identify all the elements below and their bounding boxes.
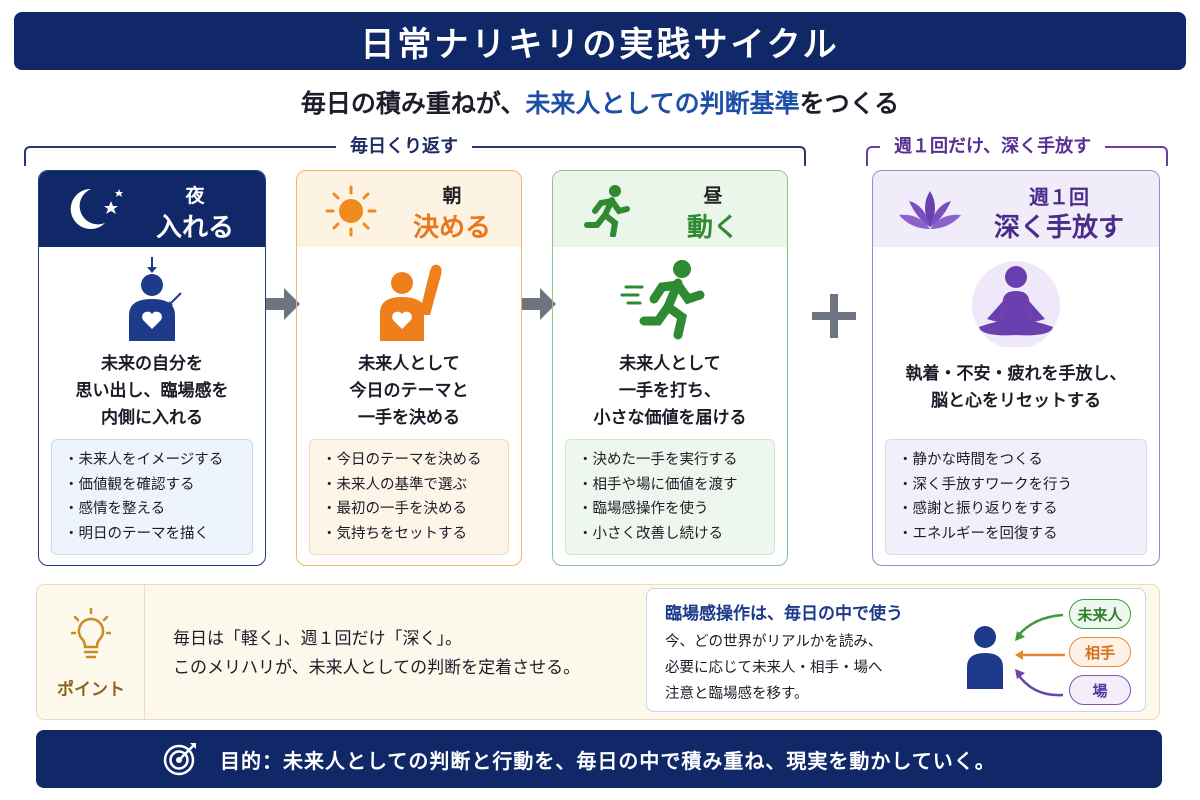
card-morning-time: 朝 — [442, 185, 462, 207]
card-weekly-list: ・静かな時間をつくる ・深く手放すワークを行う ・感謝と振り返りをする ・エネル… — [885, 439, 1147, 555]
list-item: ・明日のテーマを描く — [64, 525, 209, 542]
running-person-large-icon — [553, 257, 787, 341]
right-arrow-icon — [266, 288, 300, 320]
target-future-self: 未来人 — [1069, 599, 1131, 629]
list-item: ・決めた一手を実行する — [578, 452, 738, 468]
card-weekly: 週１回 深く手放す 執着・不安・疲れを手放し、 脳と心をリセットする ・静かな時… — [872, 170, 1160, 566]
list-item: ・未来人をイメージする — [64, 452, 224, 468]
card-morning: 朝 決める 未来人として 今日のテーマと 一手を決める ・今日のテーマを決める … — [296, 170, 522, 566]
subtitle: 毎日の積み重ねが、未来人としての判断基準をつくる — [0, 84, 1200, 120]
operate-box: 臨場感操作は、毎日の中で使う 今、どの世界がリアルかを読み、 必要に応じて未来人… — [646, 588, 1146, 712]
point-line: このメリハリが、未来人としての判断を定着させる。 — [173, 658, 581, 678]
list-item: ・今日のテーマを決める — [322, 452, 482, 468]
list-item: ・気持ちをセットする — [322, 525, 467, 542]
card-morning-desc: 未来人として 今日のテーマと 一手を決める — [297, 351, 521, 432]
card-weekly-time: 週１回 — [1029, 185, 1089, 209]
target-place: 場 — [1069, 675, 1131, 705]
plus-icon — [812, 294, 856, 338]
desc-line: 未来人として — [358, 354, 460, 374]
operate-title: 臨場感操作は、毎日の中で使う — [665, 604, 903, 624]
daily-bracket-label: 毎日くり返す — [336, 132, 472, 158]
moon-stars-icon — [61, 183, 131, 237]
point-text: 毎日は「軽く」、週１回だけ「深く」。 このメリハリが、未来人としての判断を定着さ… — [173, 625, 580, 683]
list-item: ・静かな時間をつくる — [898, 452, 1043, 468]
list-item: ・エネルギーを回復する — [898, 525, 1058, 542]
point-line: 毎日は「軽く」、週１回だけ「深く」。 — [173, 629, 462, 649]
sun-icon — [319, 183, 389, 237]
point-icon-area: ポイント — [37, 585, 145, 719]
card-noon-list: ・決めた一手を実行する ・相手や場に価値を渡す ・臨場感操作を使う ・小さく改善… — [565, 439, 775, 555]
desc-line: 未来の自分を — [101, 354, 203, 374]
heart-person-icon — [39, 257, 265, 341]
subtitle-before: 毎日の積み重ねが、 — [300, 89, 526, 118]
desc-line: 思い出し、臨場感を — [75, 381, 229, 401]
list-item: ・小さく改善し続ける — [578, 525, 723, 542]
card-night: 夜 入れる 未来の自分を 思い出し、臨場感を 内側に入れる ・未来人をイメージす… — [38, 170, 266, 566]
weekly-bracket-label: 週１回だけ、深く手放す — [880, 132, 1106, 158]
list-item: ・深く手放すワークを行う — [898, 476, 1072, 493]
desc-line: 一手を打ち、 — [619, 381, 721, 401]
lotus-icon — [895, 183, 965, 237]
desc-line: 小さな価値を届ける — [593, 408, 747, 428]
desc-line: 今日のテーマと — [349, 381, 469, 401]
page-title: 日常ナリキリの実践サイクル — [360, 24, 840, 65]
header-banner: 日常ナリキリの実践サイクル — [14, 12, 1186, 70]
card-night-time: 夜 — [185, 185, 205, 207]
list-item: ・相手や場に価値を渡す — [578, 476, 738, 493]
operate-line: 注意と臨場感を移す。 — [665, 686, 809, 702]
subtitle-highlight: 未来人としての判断基準 — [525, 89, 800, 118]
footer-banner: 目的：未来人としての判断と行動を、毎日の中で積み重ね、現実を動かしていく。 — [36, 730, 1162, 788]
operate-line: 必要に応じて未来人・相手・場へ — [665, 660, 883, 676]
lightbulb-icon — [71, 607, 111, 659]
card-noon-action: 動く — [686, 213, 739, 243]
card-noon-time: 昼 — [703, 185, 723, 207]
list-item: ・臨場感操作を使う — [578, 501, 709, 517]
card-noon: 昼 動く 未来人として 一手を打ち、 小さな価値を届ける ・決めた一手を実行する… — [552, 170, 788, 566]
list-item: ・価値観を確認する — [64, 476, 195, 493]
list-item: ・感情を整える — [64, 501, 166, 517]
person-icon — [967, 626, 1003, 689]
card-weekly-desc: 執着・不安・疲れを手放し、 脳と心をリセットする — [873, 361, 1159, 415]
target-partner: 相手 — [1069, 637, 1131, 667]
desc-line: 執着・不安・疲れを手放し、 — [905, 364, 1127, 384]
operate-text: 今、どの世界がリアルかを読み、 必要に応じて未来人・相手・場へ 注意と臨場感を移… — [665, 629, 883, 707]
card-morning-list: ・今日のテーマを決める ・未来人の基準で選ぶ ・最初の一手を決める ・気持ちをセ… — [309, 439, 509, 555]
card-night-list: ・未来人をイメージする ・価値観を確認する ・感情を整える ・明日のテーマを描く — [51, 439, 253, 555]
card-morning-action: 決める — [412, 213, 491, 243]
point-label: ポイント — [57, 680, 125, 700]
footer-text: 目的：未来人としての判断と行動を、毎日の中で積み重ね、現実を動かしていく。 — [220, 749, 996, 773]
desc-line: 内側に入れる — [101, 408, 203, 428]
raised-hand-person-icon — [297, 257, 521, 341]
card-morning-header: 朝 決める — [297, 171, 521, 247]
card-noon-desc: 未来人として 一手を打ち、 小さな価値を届ける — [553, 351, 787, 432]
card-weekly-header: 週１回 深く手放す — [873, 171, 1159, 247]
meditating-person-icon — [873, 257, 1159, 347]
card-night-header: 夜 入れる — [39, 171, 265, 247]
card-night-action: 入れる — [155, 213, 234, 243]
attention-arrows-icon — [1015, 613, 1065, 697]
list-item: ・最初の一手を決める — [322, 501, 467, 517]
list-item: ・感謝と振り返りをする — [898, 501, 1058, 517]
card-night-desc: 未来の自分を 思い出し、臨場感を 内側に入れる — [39, 351, 265, 432]
desc-line: 未来人として — [619, 354, 721, 374]
card-weekly-action: 深く手放す — [993, 213, 1124, 243]
subtitle-after: をつくる — [799, 89, 900, 118]
desc-line: 脳と心をリセットする — [931, 391, 1101, 411]
list-item: ・未来人の基準で選ぶ — [322, 476, 467, 493]
card-noon-header: 昼 動く — [553, 171, 787, 247]
desc-line: 一手を決める — [358, 408, 460, 428]
right-arrow-icon — [522, 288, 556, 320]
target-icon — [163, 743, 196, 776]
running-person-icon — [575, 183, 645, 238]
operate-line: 今、どの世界がリアルかを読み、 — [665, 634, 883, 650]
